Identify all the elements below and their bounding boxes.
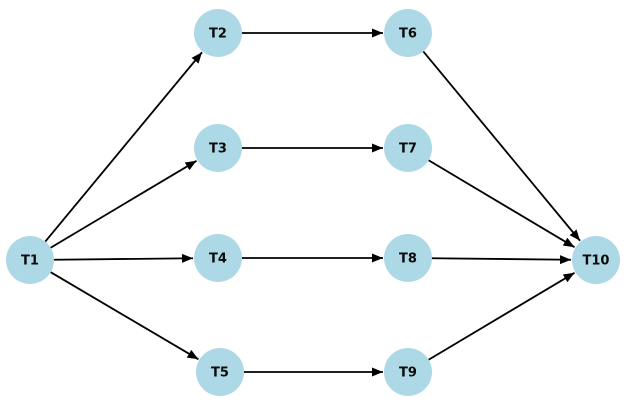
node-label-T8: T8 (399, 252, 417, 267)
node-label-T5: T5 (211, 366, 229, 381)
edge-T1-to-T2 (44, 51, 203, 243)
node-circle-T1 (6, 236, 54, 284)
node-T9: T9 (384, 348, 432, 396)
node-label-T7: T7 (399, 142, 417, 157)
edge-T7-to-T10 (428, 159, 575, 248)
edge-T1-to-T5 (50, 271, 199, 361)
node-label-T1: T1 (21, 254, 39, 269)
edge-T1-to-T3 (50, 160, 197, 249)
node-circle-T2 (194, 9, 242, 57)
node-circle-T10 (572, 236, 620, 284)
edge-T1-to-T4 (53, 253, 194, 263)
node-T7: T7 (384, 124, 432, 172)
node-label-T4: T4 (209, 252, 227, 267)
node-circle-T8 (384, 234, 432, 282)
node-T1: T1 (6, 236, 54, 284)
node-circle-T5 (196, 348, 244, 396)
edge-T8-to-T10 (431, 255, 572, 265)
node-label-T6: T6 (399, 27, 417, 42)
node-T2: T2 (194, 9, 242, 57)
node-label-T3: T3 (209, 142, 227, 157)
node-label-T10: T10 (583, 254, 610, 269)
node-circle-T6 (384, 9, 432, 57)
node-label-T2: T2 (209, 27, 227, 42)
node-circle-T7 (384, 124, 432, 172)
node-T10: T10 (572, 236, 620, 284)
node-T4: T4 (194, 234, 242, 282)
node-circle-T4 (194, 234, 242, 282)
node-T6: T6 (384, 9, 432, 57)
node-T3: T3 (194, 124, 242, 172)
node-label-T9: T9 (399, 366, 417, 381)
node-T8: T8 (384, 234, 432, 282)
node-circle-T3 (194, 124, 242, 172)
edge-T9-to-T10 (428, 272, 575, 361)
node-circle-T9 (384, 348, 432, 396)
edge-T6-to-T10 (422, 50, 581, 242)
node-T5: T5 (196, 348, 244, 396)
edge-layer (44, 28, 581, 377)
